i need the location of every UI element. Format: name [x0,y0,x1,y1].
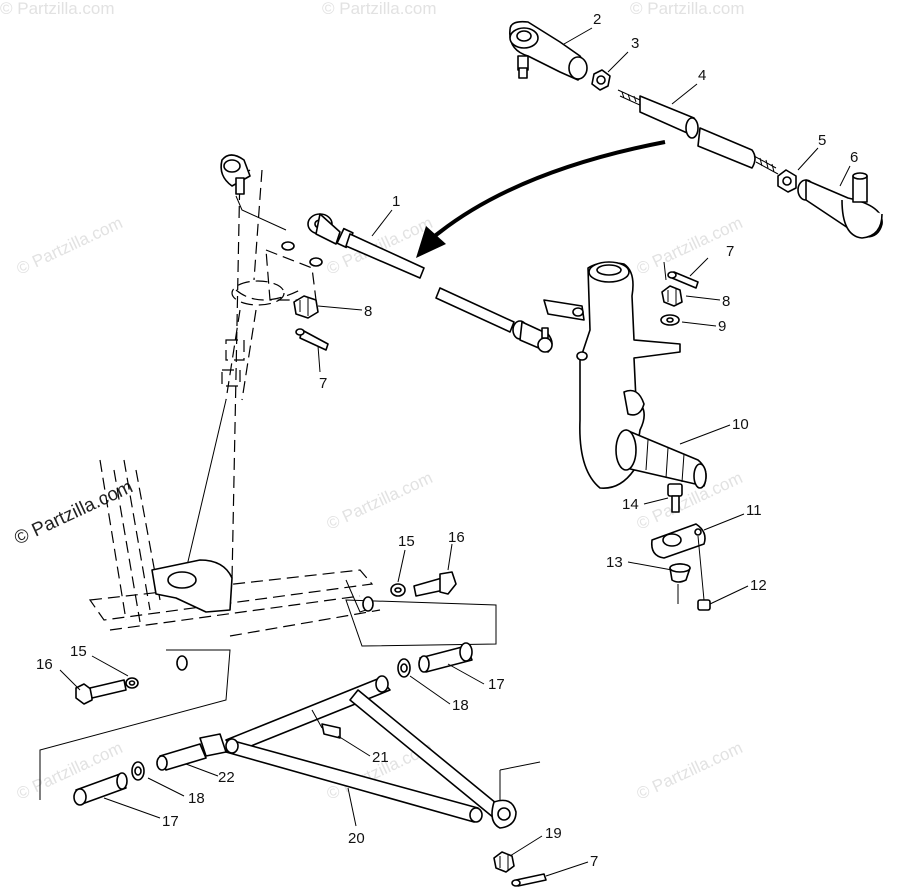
a-arm [156,675,541,829]
pivot-bushing-17-left [73,772,128,806]
bolt-16-left [75,679,127,705]
tie-rod-assembled [307,213,553,353]
cotter-pin-7-left [295,328,329,351]
watermark: © Partzilla.com [14,213,126,279]
watermark: © Partzilla.com [322,0,437,18]
callout-label: 6 [850,149,858,166]
washer-18-left [131,761,145,781]
callout-label: 1 [392,193,400,210]
washer-15-left [125,677,139,689]
grease-fitting-21 [311,709,341,739]
brake-bracket-11 [650,523,706,601]
washer-18-right [397,658,411,678]
spindle-knuckle [543,261,707,489]
callout-label: 8 [722,293,730,310]
callout-label: 18 [452,697,469,714]
callout-label: 17 [162,813,179,830]
assembly-arrow [416,140,666,258]
callout-label: 7 [319,375,327,392]
tie-rod-end-lower [797,172,883,239]
callout-label: 8 [364,303,372,320]
watermark: © Partzilla.com [634,738,746,804]
bolt-12 [697,599,711,611]
cotter-pin-7-bottom [511,873,547,887]
leader-lines [59,27,851,877]
watermark: © Partzilla.com [0,0,115,18]
callout-label: 15 [70,643,87,660]
callout-label: 12 [750,577,767,594]
washer-15-right [390,583,406,597]
watermark-dark: © Partzilla.com [11,476,136,549]
bolt-14 [667,483,683,513]
watermark: © Partzilla.com [630,0,745,18]
callout-label: 9 [718,318,726,335]
castle-nut-8-left [293,295,319,319]
cotter-pin-7-right [667,271,699,289]
tie-rod-end-upper [509,20,588,81]
callout-label: 3 [631,35,639,52]
callout-label: 19 [545,825,562,842]
jam-nut-5 [777,169,797,193]
callout-label: 17 [488,676,505,693]
callout-label: 7 [726,243,734,260]
bolt-16-right [413,571,457,597]
callout-label: 16 [448,529,465,546]
washer-9 [660,314,680,326]
callout-label: 13 [606,554,623,571]
callout-label: 11 [746,502,762,519]
castle-nut-19 [493,851,515,873]
callout-label: 15 [398,533,415,550]
callout-label: 20 [348,830,365,847]
callout-label: 4 [698,67,706,84]
callout-label: 2 [593,11,601,28]
callout-label: 18 [188,790,205,807]
steering-column [185,154,317,581]
callout-label: 16 [36,656,53,673]
callout-label: 10 [732,416,749,433]
pivot-bushing-17-right [418,642,473,673]
washer-small-left [281,241,323,267]
callout-label: 21 [372,749,389,766]
jam-nut-3 [591,69,611,91]
ball-joint-13 [669,563,691,604]
callout-label: 14 [622,496,639,513]
frame-section [39,459,497,800]
castle-nut-8-right [661,261,683,307]
tie-rod-sleeve [617,89,779,175]
watermark: © Partzilla.com [324,468,436,534]
callout-label: 5 [818,132,826,149]
callout-labels: 2 3 4 5 6 1 8 7 7 8 9 10 14 11 13 12 15 … [36,11,858,870]
callout-label: 22 [218,769,235,786]
callout-label: 7 [590,853,598,870]
